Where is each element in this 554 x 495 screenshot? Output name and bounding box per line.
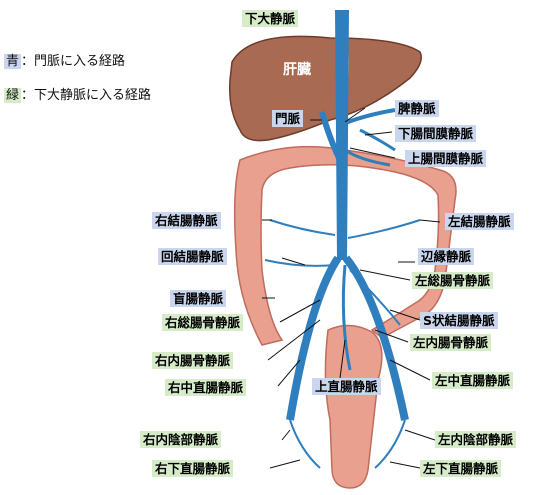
ivc-vessel: [335, 10, 349, 260]
leader-lines: [262, 107, 441, 469]
legend-blue: 青：門脈に入る経路: [4, 50, 125, 69]
label-ileocolic-vein: 回結腸静脈: [158, 248, 227, 265]
label-right-common-iliac-vein: 右総腸骨静脈: [162, 314, 244, 331]
label-right-middle-rectal-vein: 右中直腸静脈: [165, 379, 247, 396]
label-right-internal-pudendal-vein: 右内陰部静脈: [140, 431, 222, 448]
splenic-vessel: [339, 108, 396, 127]
legend-blue-key: 青: [4, 54, 22, 69]
label-left-internal-pudendal-vein: 左内陰部静脈: [435, 431, 517, 448]
portal-vessel: [319, 111, 343, 162]
ileocolic-branch: [264, 259, 336, 267]
label-cecal-vein: 盲腸静脈: [170, 290, 227, 307]
legend-green: 緑：下大静脈に入る経路: [4, 84, 151, 103]
label-portal-vein: 門脈: [272, 110, 304, 127]
left-iliac-vessel: [342, 255, 409, 421]
right-iliac-vessel: [286, 255, 342, 421]
sigmoid-branch: [349, 269, 401, 326]
right-colic-branch: [269, 219, 336, 236]
label-left-inferior-rectal-vein: 左下直腸静脈: [420, 460, 502, 477]
legend-green-key: 緑: [4, 88, 22, 103]
label-left-internal-iliac-vein: 左内腸骨静脈: [410, 334, 492, 351]
label-liver: 肝臓: [283, 62, 311, 78]
label-superior-mesenteric-vein: 上腸間膜静脈: [405, 150, 487, 167]
label-ivc: 下大静脈: [242, 10, 299, 27]
pudendal-branch-right: [289, 419, 321, 469]
smv-vessel: [344, 148, 391, 167]
label-sigmoid-vein: S状結腸静脈: [420, 312, 498, 329]
legend-blue-text: ：門脈に入る経路: [21, 54, 126, 69]
legend-green-text: ：下大静脈に入る経路: [21, 88, 152, 103]
label-right-inferior-rectal-vein: 右下直腸静脈: [152, 460, 234, 477]
label-marginal-vein: 辺縁静脈: [418, 248, 475, 265]
label-right-internal-iliac-vein: 右内腸骨静脈: [152, 352, 234, 369]
rectum-shape: [324, 324, 383, 489]
superior-rectal-branch: [341, 264, 352, 371]
label-superior-rectal-vein: 上直腸静脈: [312, 378, 381, 395]
label-left-colic-vein: 左結腸静脈: [445, 213, 514, 230]
label-splenic-vein: 脾静脈: [395, 100, 439, 117]
label-left-middle-rectal-vein: 左中直腸静脈: [432, 372, 514, 389]
label-right-colic-vein: 右結腸静脈: [152, 212, 221, 229]
imv-vessel: [359, 128, 396, 152]
label-inferior-mesenteric-vein: 下腸間膜静脈: [395, 125, 477, 142]
left-colic-branch: [347, 219, 421, 239]
pudendal-branch-left: [374, 419, 406, 469]
label-left-common-iliac-vein: 左総腸骨静脈: [412, 272, 494, 289]
